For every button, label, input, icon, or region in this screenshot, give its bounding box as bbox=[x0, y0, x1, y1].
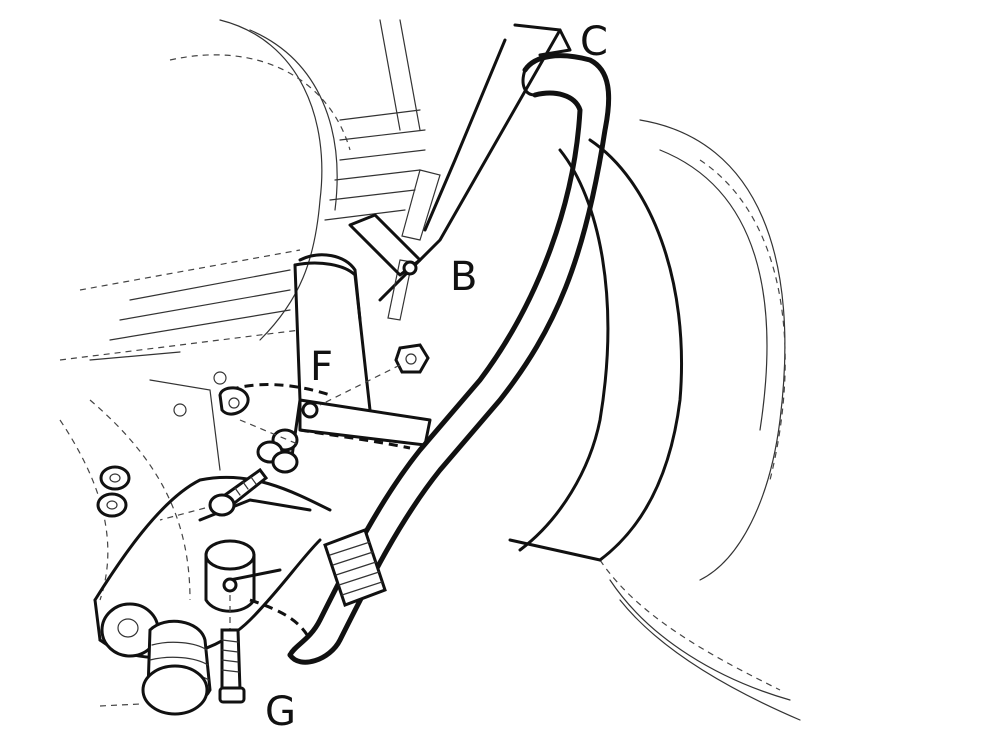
label-g: G bbox=[265, 689, 296, 735]
frame-downtube bbox=[298, 23, 562, 322]
hardware-f bbox=[96, 343, 430, 521]
clamp-assembly bbox=[229, 261, 432, 472]
engine-background bbox=[59, 19, 426, 601]
label-b: B bbox=[450, 254, 477, 300]
leader-line-bottom bbox=[99, 703, 141, 707]
lower-bracket bbox=[93, 475, 332, 716]
engine-guard-bar bbox=[287, 28, 612, 665]
front-wheel-background bbox=[508, 119, 801, 721]
footrest-peg bbox=[323, 528, 387, 607]
label-f: F bbox=[310, 344, 333, 390]
bolt-g bbox=[218, 595, 246, 704]
label-c: C bbox=[580, 19, 608, 65]
